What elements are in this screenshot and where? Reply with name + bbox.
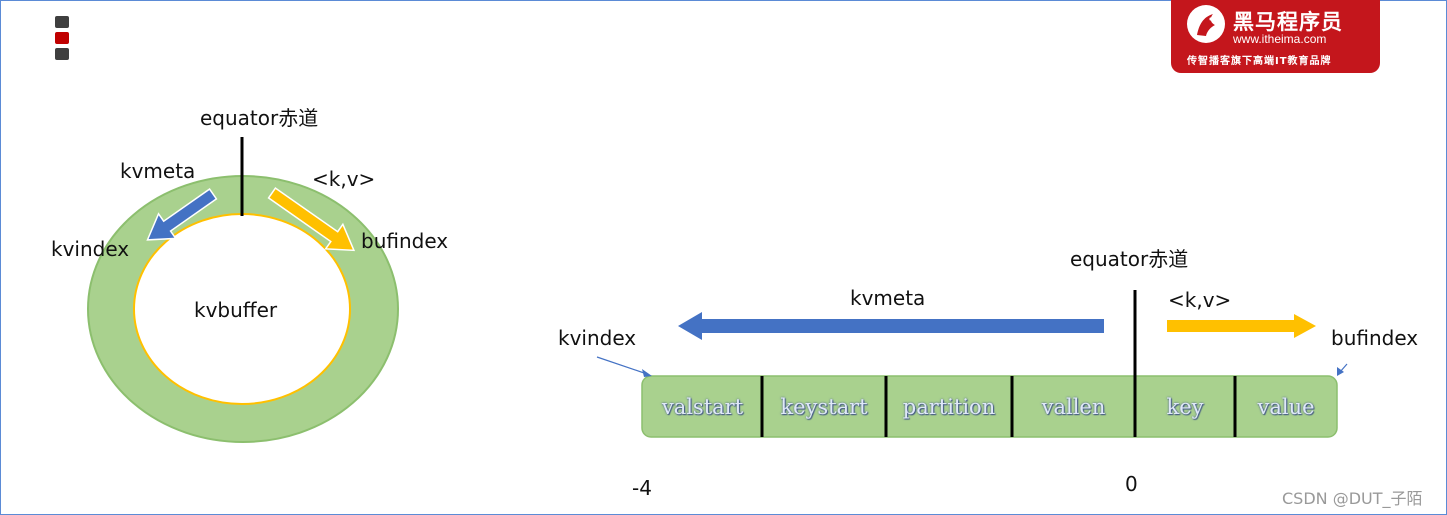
bufindex-pointer-head bbox=[1337, 367, 1344, 376]
linear-kv-label: <k,v> bbox=[1168, 288, 1232, 312]
linear-kv-arrow bbox=[1167, 314, 1316, 338]
segment-keystart: keystart bbox=[780, 395, 868, 419]
bullet-bottom bbox=[55, 48, 69, 60]
ring-kv-arrow bbox=[267, 187, 356, 252]
segment-value: value bbox=[1257, 395, 1315, 419]
linear-equator-label: equator赤道 bbox=[1070, 247, 1189, 271]
ring-center-label: kvbuffer bbox=[194, 298, 278, 322]
linear-buffer-bar bbox=[641, 375, 1338, 438]
linear-bufindex-label: bufindex bbox=[1331, 326, 1419, 350]
axis-left-mark: -4 bbox=[632, 476, 652, 500]
segment-partition: partition bbox=[902, 395, 996, 419]
itheima-logo: 黑马程序员 www.itheima.com 传智播客旗下高端IT教育品牌 bbox=[1171, 0, 1380, 73]
segment-valstart: valstart bbox=[661, 395, 744, 419]
linear-kvmeta-label: kvmeta bbox=[850, 286, 926, 310]
logo-slogan-text: 传智播客旗下高端IT教育品牌 bbox=[1187, 56, 1332, 67]
linear-kvindex-label: kvindex bbox=[558, 326, 637, 350]
kvindex-pointer-line bbox=[596, 356, 648, 375]
ring-kvmeta-arrow bbox=[146, 188, 218, 241]
bullet-top bbox=[55, 16, 69, 28]
segment-vallen: vallen bbox=[1041, 395, 1106, 419]
linear-kvmeta-arrow bbox=[678, 312, 1104, 340]
bullet-middle bbox=[55, 32, 69, 44]
logo-url-text: www.itheima.com bbox=[1233, 32, 1327, 46]
ring-kvindex-label: kvindex bbox=[51, 237, 130, 261]
axis-zero-mark: 0 bbox=[1125, 472, 1138, 496]
ring-kv-label: <k,v> bbox=[312, 167, 376, 191]
horse-logo-icon bbox=[1187, 5, 1225, 43]
segment-key: key bbox=[1166, 395, 1204, 419]
watermark: CSDN @DUT_子陌 bbox=[1282, 489, 1423, 508]
ring-bufindex-label: bufindex bbox=[361, 229, 449, 253]
logo-brand-text: 黑马程序员 bbox=[1233, 10, 1343, 34]
ring-kvmeta-label: kvmeta bbox=[120, 159, 196, 183]
ring-equator-label: equator赤道 bbox=[200, 106, 319, 130]
kvindex-pointer-head bbox=[642, 369, 652, 377]
